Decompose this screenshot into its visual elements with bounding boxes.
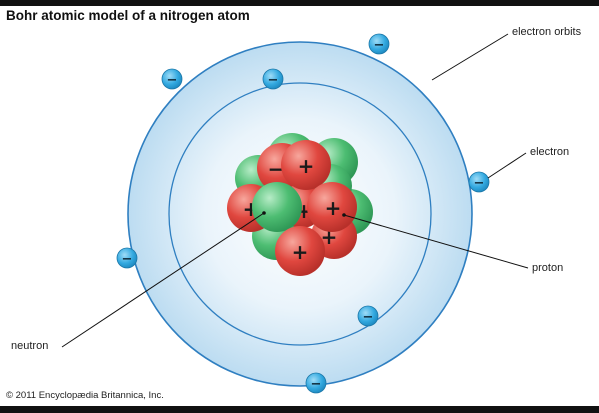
electron: − bbox=[305, 372, 327, 394]
electron: − bbox=[357, 305, 379, 327]
diagram-title: Bohr atomic model of a nitrogen atom bbox=[6, 8, 250, 23]
electron: − bbox=[116, 247, 138, 269]
electron: − bbox=[161, 68, 183, 90]
electron-charge-label: − bbox=[268, 157, 285, 181]
proton-leader-dot bbox=[342, 213, 346, 217]
nucleus: − + + + + + + bbox=[227, 133, 373, 276]
top-border bbox=[0, 0, 599, 6]
inner-orbit bbox=[168, 82, 432, 346]
neutron-leader-dot bbox=[262, 211, 266, 215]
electron: − bbox=[368, 33, 390, 55]
svg-text:−: − bbox=[268, 73, 279, 88]
proton bbox=[307, 182, 357, 232]
proton-charge-label: + bbox=[325, 196, 342, 220]
label-proton: proton bbox=[532, 262, 564, 274]
label-neutron: neutron bbox=[11, 340, 49, 352]
proton-charge-label: + bbox=[292, 240, 309, 264]
electron-orbits-leader bbox=[431, 33, 509, 81]
svg-text:−: − bbox=[167, 73, 178, 88]
electron-leader bbox=[487, 152, 527, 179]
electrons: − − − − − − − bbox=[116, 33, 490, 394]
neutron-leader bbox=[61, 212, 265, 348]
bottom-border bbox=[0, 406, 599, 413]
proton bbox=[281, 140, 331, 190]
svg-text:−: − bbox=[311, 377, 322, 392]
proton bbox=[275, 226, 325, 276]
svg-text:−: − bbox=[474, 176, 485, 191]
proton-charge-label: + bbox=[298, 154, 315, 178]
svg-text:−: − bbox=[122, 252, 133, 267]
electron: − bbox=[468, 171, 490, 193]
electron: − bbox=[262, 68, 284, 90]
svg-text:−: − bbox=[363, 310, 374, 325]
svg-text:−: − bbox=[374, 38, 385, 53]
label-electron-orbits: electron orbits bbox=[512, 26, 582, 38]
copyright-notice: © 2011 Encyclopædia Britannica, Inc. bbox=[6, 390, 164, 401]
label-electron: electron bbox=[530, 146, 570, 158]
neutron bbox=[252, 182, 302, 232]
proton-leader bbox=[343, 214, 529, 269]
